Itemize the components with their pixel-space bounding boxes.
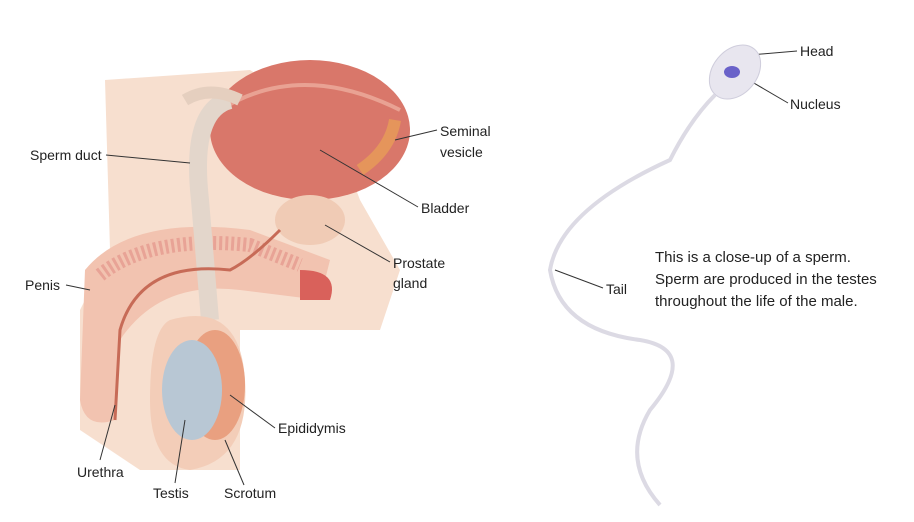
label-scrotum: Scrotum: [224, 485, 277, 501]
sperm-nucleus: [724, 66, 740, 78]
label-sperm-duct: Sperm duct: [30, 147, 102, 163]
prostate-shape: [275, 195, 345, 245]
bladder-shape: [210, 60, 410, 200]
sperm-duct-shape: [189, 91, 233, 321]
label-seminal-vesicle-2: vesicle: [440, 144, 483, 160]
rectum-shape: [300, 270, 332, 300]
penis-tissue: [95, 236, 303, 281]
sperm-illustration: [547, 44, 762, 507]
penis-shape: [80, 226, 330, 423]
label-seminal-vesicle-1: Seminal: [440, 123, 491, 139]
label-nucleus: Nucleus: [790, 96, 841, 112]
seminal-vesicle-shape: [356, 118, 401, 175]
testis-shape: [162, 340, 222, 440]
label-bladder: Bladder: [421, 200, 470, 216]
label-prostate-2: gland: [393, 275, 428, 291]
label-prostate-1: Prostate: [393, 255, 446, 271]
label-epididymis: Epididymis: [278, 420, 346, 436]
label-penis: Penis: [25, 277, 61, 293]
sperm-caption: This is a close-up of a sperm. Sperm are…: [655, 249, 877, 310]
sperm-tail: [547, 93, 717, 507]
label-testis: Testis: [153, 485, 189, 501]
label-tail: Tail: [606, 281, 628, 297]
label-urethra: Urethra: [77, 464, 124, 480]
label-head: Head: [800, 43, 834, 59]
